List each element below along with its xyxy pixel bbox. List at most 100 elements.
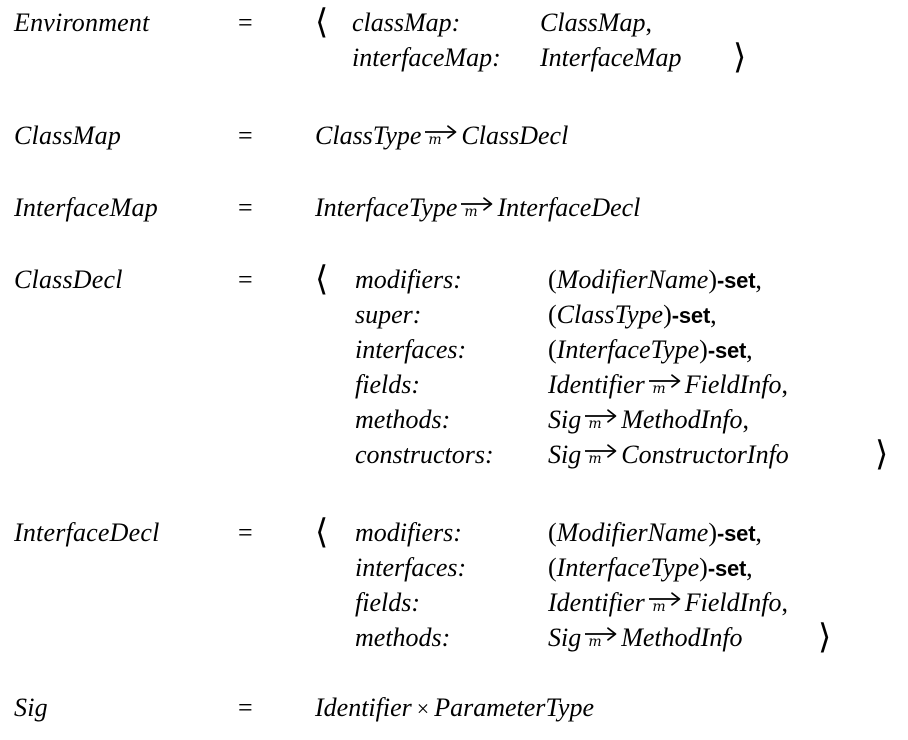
- equation-row: InterfaceDecl = ⟨ modifiers: (ModifierName)-…: [0, 515, 908, 550]
- classdecl-field-range-type: ConstructorInfo: [621, 440, 789, 469]
- interfacedecl-field-set-suffix: -set: [707, 556, 747, 581]
- interfacedecl-field-set-suffix: -set: [717, 521, 756, 546]
- classdecl-field-comma: ,: [746, 335, 753, 364]
- equation-sig: Sig=Identifier×ParameterType: [0, 690, 908, 725]
- classdecl-field-label: super:: [355, 300, 422, 329]
- classdecl-field-comma: ,: [742, 405, 750, 434]
- interfacedecl-field-paren-open: (: [548, 553, 557, 582]
- classdecl-field-label: interfaces:: [355, 335, 467, 364]
- interfacemap-name: InterfaceMap: [14, 193, 158, 222]
- environment-field-label: classMap:: [352, 8, 461, 37]
- interfacedecl-field-paren-close: ): [708, 518, 717, 547]
- interfacedecl-field-label: interfaces:: [355, 553, 467, 582]
- classmap-name: ClassMap: [14, 121, 122, 150]
- classdecl-equals-sign: =: [238, 265, 253, 294]
- equation-row: Environment = ⟨ classMap: ClassMap,: [0, 5, 908, 40]
- classdecl-field-set-suffix: -set: [717, 268, 756, 293]
- interfacedecl-equals-sign: =: [238, 518, 253, 547]
- environment-angle-open: ⟨: [315, 2, 329, 42]
- interfacedecl-angle-close: ⟩: [818, 617, 832, 657]
- equation-environment: Environment=⟨classMap:ClassMap,interface…: [0, 5, 908, 75]
- svg-text:m: m: [465, 204, 478, 220]
- classdecl-field-label: methods:: [355, 405, 451, 434]
- interfacedecl-field-value: Identifier m FieldInfo,: [548, 585, 788, 620]
- classdecl-field-comma: ,: [781, 370, 789, 399]
- equation-row: Sig=Identifier×ParameterType: [0, 690, 908, 725]
- interfacedecl-field-range-type: FieldInfo: [684, 588, 782, 617]
- classmap-domain-type: ClassType: [315, 121, 422, 150]
- classdecl-field-range-type: MethodInfo: [621, 405, 743, 434]
- environment-name: Environment: [14, 8, 150, 37]
- classmap-equals-sign: =: [238, 121, 253, 150]
- interfacedecl-field-domain-type: Sig: [548, 623, 582, 652]
- interfacedecl-field-comma: ,: [746, 553, 753, 582]
- svg-text:m: m: [652, 381, 665, 397]
- classdecl-field-value: (InterfaceType)-set,: [548, 332, 753, 368]
- equation-interfacedecl: InterfaceDecl = ⟨ modifiers: (ModifierName)-…: [0, 515, 908, 655]
- map-arrow-icon: m: [584, 437, 618, 467]
- interfacemap-equals-sign: =: [238, 193, 253, 222]
- environment-field-label: interfaceMap:: [352, 43, 501, 72]
- interfacedecl-field-comma: ,: [781, 588, 789, 617]
- interfacedecl-field-value: (InterfaceType)-set,: [548, 550, 753, 586]
- interfacedecl-field-value: (ModifierName)-set,: [548, 515, 762, 551]
- classdecl-name: ClassDecl: [14, 265, 123, 294]
- sig-right-type: ParameterType: [434, 693, 594, 722]
- map-arrow-icon: m: [648, 585, 682, 615]
- interfacedecl-field-range-type: MethodInfo: [621, 623, 743, 652]
- map-arrow-icon: m: [424, 118, 458, 148]
- equation-row: interfaces: (InterfaceType)-set,: [0, 332, 908, 367]
- interfacedecl-field-inner-type: InterfaceType: [556, 553, 700, 582]
- sig-left-type: Identifier: [315, 693, 412, 722]
- classdecl-field-inner-type: ClassType: [556, 300, 664, 329]
- map-arrow-icon: m: [460, 190, 494, 220]
- interfacedecl-field-domain-type: Identifier: [548, 588, 645, 617]
- classdecl-field-paren-open: (: [548, 300, 557, 329]
- interfacedecl-field-comma: ,: [755, 518, 762, 547]
- classdecl-field-set-suffix: -set: [707, 338, 747, 363]
- classdecl-field-paren-close: ): [708, 265, 717, 294]
- sig-name: Sig: [14, 693, 48, 722]
- classdecl-field-range-type: FieldInfo: [684, 370, 782, 399]
- interfacedecl-field-label: modifiers:: [355, 518, 462, 547]
- svg-text:m: m: [589, 634, 602, 650]
- map-arrow-icon: m: [584, 402, 618, 432]
- environment-angle-close: ⟩: [733, 37, 747, 77]
- classmap-range-type: ClassDecl: [461, 121, 569, 150]
- map-arrow-icon: m: [584, 620, 618, 650]
- environment-field-value: ClassMap,: [540, 5, 652, 40]
- interfacedecl-name: InterfaceDecl: [14, 518, 160, 547]
- environment-field-comma: ,: [645, 8, 652, 37]
- classdecl-field-value: (ClassType)-set,: [548, 297, 717, 333]
- interfacedecl-field-label: methods:: [355, 623, 451, 652]
- environment-field-type: ClassMap: [540, 8, 646, 37]
- interfacedecl-angle-open: ⟨: [315, 512, 329, 552]
- equation-row: interfaces: (InterfaceType)-set,: [0, 550, 908, 585]
- classdecl-field-inner-type: ModifierName: [556, 265, 709, 294]
- classdecl-field-paren-close: ): [663, 300, 672, 329]
- classdecl-angle-open: ⟨: [315, 259, 329, 299]
- classdecl-field-domain-type: Identifier: [548, 370, 645, 399]
- classdecl-field-paren-close: ): [699, 335, 708, 364]
- environment-field-value: InterfaceMap: [540, 40, 682, 75]
- equation-row: interfaceMap: InterfaceMap ⟩: [0, 40, 908, 75]
- interfacedecl-field-paren-open: (: [548, 518, 557, 547]
- svg-text:m: m: [652, 599, 665, 615]
- classdecl-field-domain-type: Sig: [548, 405, 582, 434]
- classdecl-field-domain-type: Sig: [548, 440, 582, 469]
- classdecl-field-value: (ModifierName)-set,: [548, 262, 762, 298]
- environment-field-type: InterfaceMap: [540, 43, 682, 72]
- interfacemap-domain-type: InterfaceType: [315, 193, 458, 222]
- classdecl-field-comma: ,: [710, 300, 717, 329]
- environment-equals-sign: =: [238, 8, 253, 37]
